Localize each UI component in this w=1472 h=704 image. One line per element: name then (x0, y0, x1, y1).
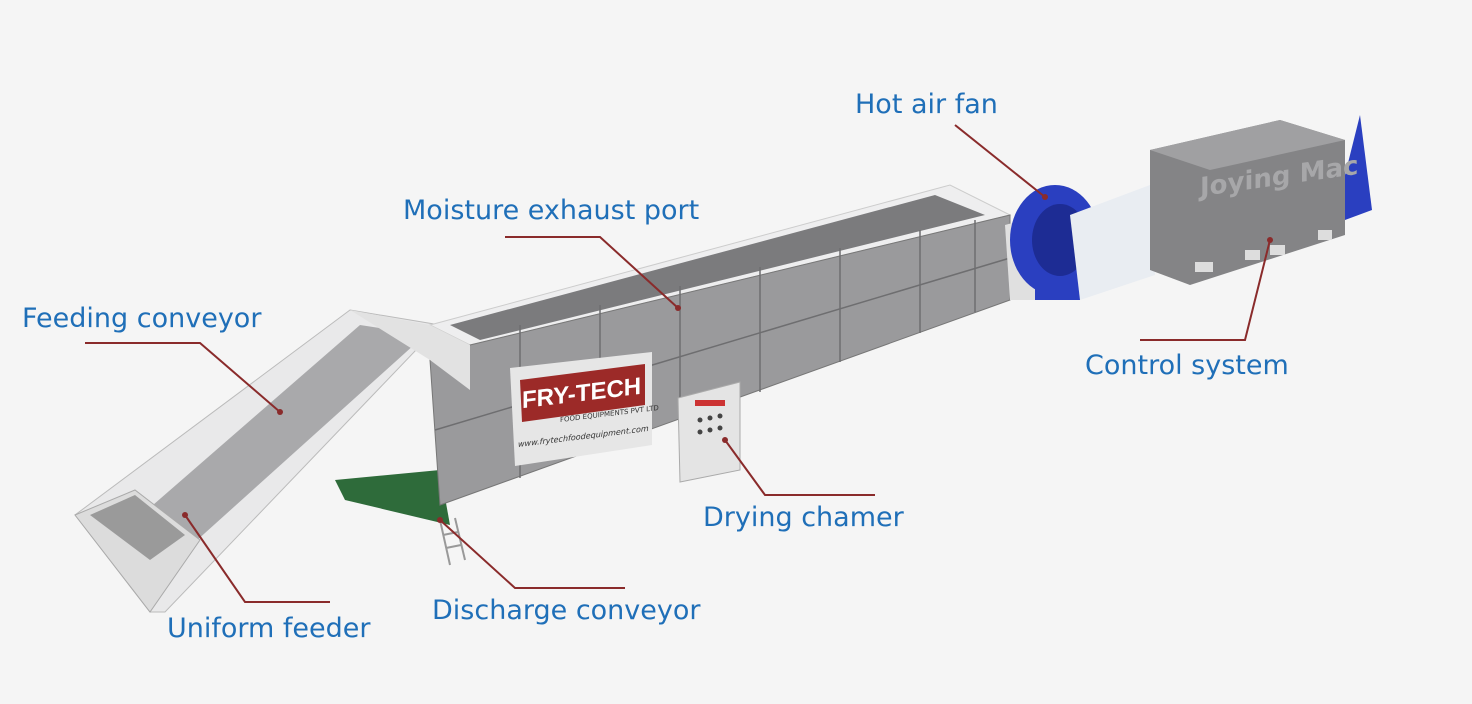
discharge-conveyor-shape (335, 470, 450, 525)
brand-sign (510, 352, 652, 466)
control-cabinet (677, 381, 741, 483)
label-control-system: Control system (1085, 350, 1289, 381)
label-moisture-exhaust-port: Moisture exhaust port (403, 195, 700, 226)
label-uniform-feeder: Uniform feeder (167, 613, 371, 644)
air-duct (1070, 185, 1155, 300)
label-feeding-conveyor: Feeding conveyor (22, 303, 262, 334)
leader-control-system (1140, 239, 1271, 341)
label-drying-chamber: Drying chamer (703, 502, 904, 533)
leader-uniform-feeder (184, 514, 330, 603)
label-discharge-conveyor: Discharge conveyor (432, 595, 701, 626)
leader-dots (182, 194, 1273, 523)
leader-hot-air-fan (954, 124, 1046, 198)
leader-lines (85, 124, 1271, 603)
leader-moisture-exhaust (505, 236, 679, 309)
feeding-conveyor-shape (74, 309, 442, 613)
leader-drying-chamber (724, 439, 875, 496)
leader-discharge (439, 519, 625, 589)
control-system-box (1150, 115, 1372, 285)
leader-feeding-conveyor (85, 342, 281, 413)
label-hot-air-fan: Hot air fan (855, 89, 998, 120)
ladder (439, 517, 466, 566)
